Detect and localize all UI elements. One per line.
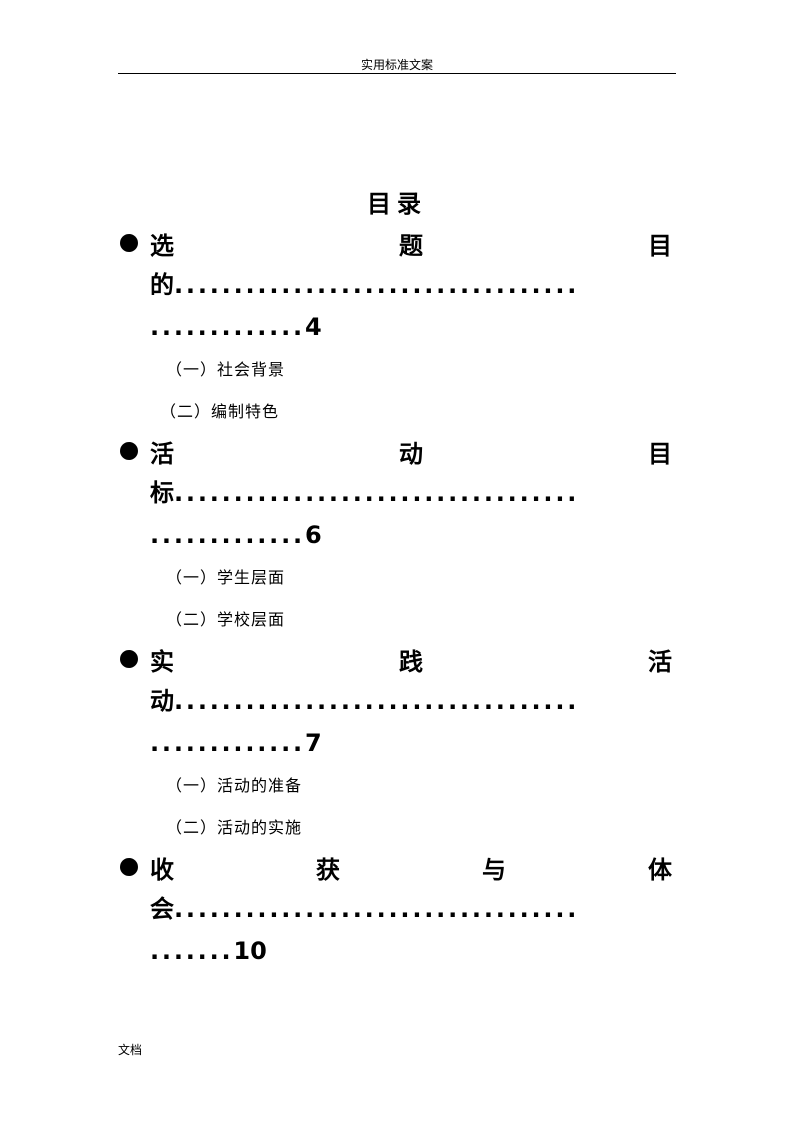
toc-sub-entry[interactable]: （二）活动的实施 [166, 818, 303, 837]
toc-title: 目录 [367, 190, 427, 218]
heading-char: 活 [648, 647, 672, 676]
dot-leader: ............. [150, 313, 305, 341]
heading-char: 动 [399, 439, 423, 468]
toc-entry-1-page-line[interactable]: .............4 [150, 310, 322, 344]
dot-leader: .................................. [174, 479, 580, 507]
heading-char: 会 [150, 895, 174, 923]
heading-char: 收 [150, 855, 174, 884]
heading-char: 目 [648, 231, 672, 260]
toc-entry-2-leader[interactable]: 标.................................. [150, 476, 690, 510]
heading-char: 标 [150, 479, 174, 507]
dot-leader: ............. [150, 521, 305, 549]
toc-entry-3-leader[interactable]: 动.................................. [150, 684, 690, 718]
dot-leader: .................................. [174, 687, 580, 715]
bullet-icon [120, 858, 138, 876]
dot-leader: .................................. [174, 895, 580, 923]
toc-sub-entry[interactable]: （二）编制特色 [160, 402, 280, 421]
toc-entry-3-page-line[interactable]: .............7 [150, 726, 322, 760]
page-number: 4 [304, 313, 322, 341]
toc-entry-2-heading[interactable]: 活 动 目 [150, 434, 672, 468]
toc-entry-4-leader[interactable]: 会.................................. [150, 892, 690, 926]
bullet-icon [120, 650, 138, 668]
toc-entry-1-heading[interactable]: 选 题 目 [150, 226, 672, 260]
heading-char: 选 [150, 231, 174, 260]
toc-sub-entry[interactable]: （一）学生层面 [166, 568, 286, 587]
heading-char: 与 [482, 855, 506, 884]
toc-entry-3-heading[interactable]: 实 践 活 [150, 642, 672, 676]
toc-sub-entry[interactable]: （二）学校层面 [166, 610, 286, 629]
page-number: 6 [304, 521, 322, 549]
heading-char: 题 [399, 231, 423, 260]
heading-char: 动 [150, 687, 174, 715]
heading-char: 的 [150, 271, 174, 299]
page-number: 10 [233, 937, 267, 965]
heading-char: 目 [648, 439, 672, 468]
heading-char: 实 [150, 647, 174, 676]
header-rule [118, 73, 676, 74]
dot-leader: ....... [150, 937, 234, 965]
page-footer-label: 文档 [118, 1043, 143, 1057]
toc-sub-entry[interactable]: （一）活动的准备 [166, 776, 303, 795]
dot-leader: .................................. [174, 271, 580, 299]
toc-entry-4-page-line[interactable]: .......10 [150, 934, 267, 968]
page-header-title: 实用标准文案 [360, 58, 433, 72]
toc-entry-1-leader[interactable]: 的.................................. [150, 268, 690, 302]
heading-char: 活 [150, 439, 174, 468]
heading-char: 体 [648, 855, 672, 884]
heading-char: 获 [316, 855, 340, 884]
toc-sub-entry[interactable]: （一）社会背景 [166, 360, 286, 379]
bullet-icon [120, 442, 138, 460]
page-number: 7 [304, 729, 322, 757]
bullet-icon [120, 234, 138, 252]
toc-entry-2-page-line[interactable]: .............6 [150, 518, 322, 552]
heading-char: 践 [399, 647, 423, 676]
dot-leader: ............. [150, 729, 305, 757]
toc-entry-4-heading[interactable]: 收 获 与 体 [150, 850, 672, 884]
